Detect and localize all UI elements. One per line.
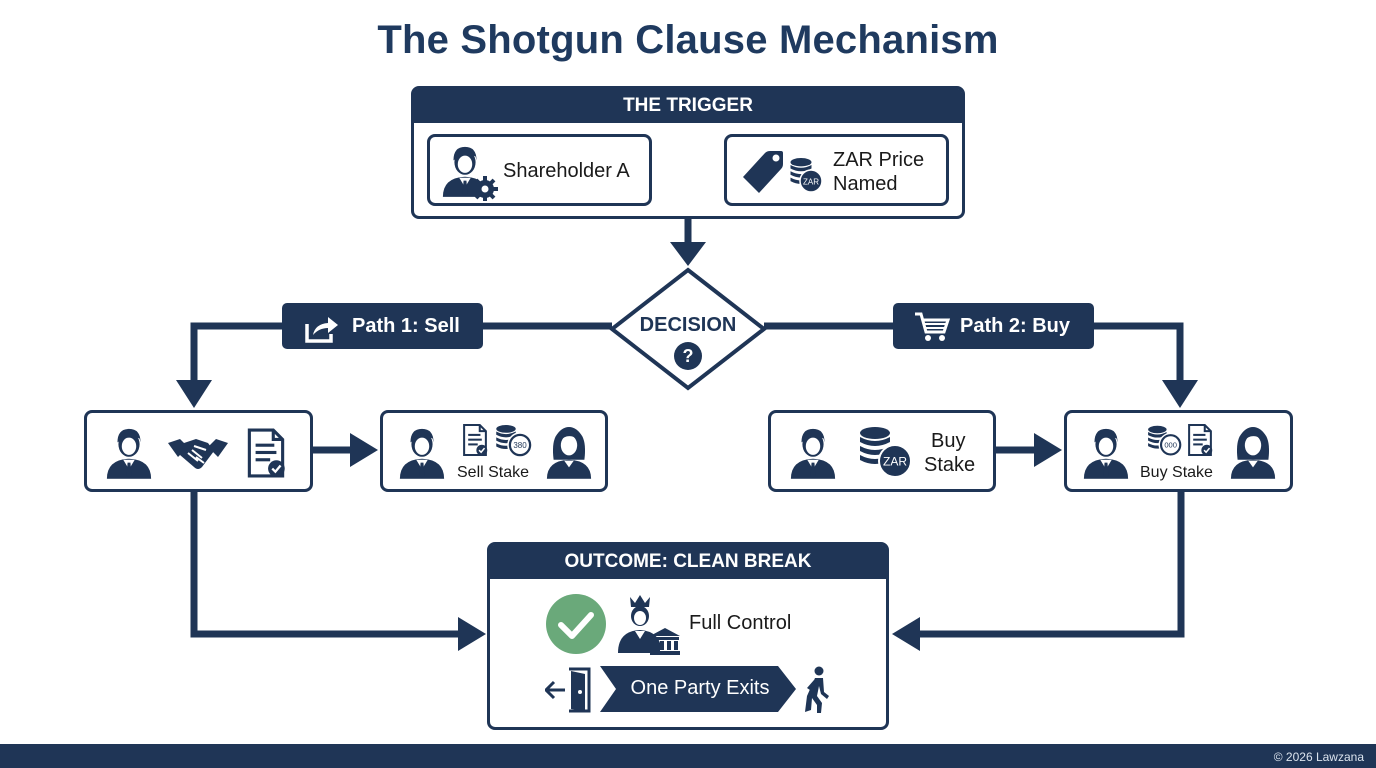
shareholder-label: Shareholder A — [503, 160, 630, 182]
check-circle-icon — [546, 594, 606, 654]
handshake-icon — [168, 439, 228, 469]
coin-stack-icon: 000 — [1148, 425, 1183, 457]
coin-stack-icon: ZAR — [790, 158, 823, 193]
path-2-buy-label: Path 2: Buy — [893, 303, 1094, 349]
coin-stack-icon: 380 — [496, 425, 533, 458]
question-mark-icon: ? — [683, 346, 694, 366]
copyright-text: © 2026 Lawzana — [1273, 750, 1364, 764]
bank-icon — [650, 628, 680, 655]
buy-stake-card: 000 Buy Stake — [1064, 410, 1293, 492]
share-icon — [305, 317, 338, 343]
person-icon — [790, 428, 836, 479]
walking-person-icon — [805, 666, 829, 713]
document-check-icon — [463, 424, 489, 457]
decision-label: DECISION — [639, 314, 737, 336]
crowned-person-icon — [618, 595, 680, 655]
decision-diamond: ? — [608, 267, 768, 391]
outcome-header: OUTCOME: CLEAN BREAK — [490, 545, 886, 579]
buy-line-2: Stake — [924, 454, 976, 476]
buy-stake-offer-card: ZAR Buy Stake — [768, 410, 996, 492]
exit-label: One Party Exits — [630, 677, 770, 699]
shareholder-a-card: Shareholder A — [427, 134, 652, 206]
zar-price-card: ZAR ZAR Price Named — [724, 134, 949, 206]
coin-badge: 380 — [513, 441, 527, 450]
sell-agreement-card — [84, 410, 313, 492]
price-line-1: ZAR Price — [833, 149, 925, 171]
exit-banner — [600, 666, 796, 712]
sell-stake-card: 380 Sell Stake — [380, 410, 608, 492]
person-icon — [106, 428, 152, 479]
path-1-text: Path 1: Sell — [352, 315, 460, 337]
currency-badge: ZAR — [803, 178, 819, 187]
coin-badge: 000 — [1164, 441, 1177, 450]
path-2-text: Path 2: Buy — [960, 315, 1071, 337]
currency-badge: ZAR — [883, 455, 907, 469]
woman-icon — [1230, 427, 1276, 479]
person-icon — [399, 428, 445, 479]
sell-stake-label: Sell Stake — [457, 464, 530, 481]
document-check-icon — [1188, 424, 1214, 457]
price-line-2: Named — [833, 173, 898, 195]
full-control-label: Full Control — [689, 612, 792, 634]
trigger-header: THE TRIGGER — [414, 89, 962, 123]
footer-bar: © 2026 Lawzana — [0, 744, 1376, 768]
person-icon — [1083, 428, 1129, 479]
exit-door-icon — [545, 667, 591, 713]
document-check-icon — [247, 428, 287, 479]
price-tag-icon — [743, 151, 783, 193]
buy-line-1: Buy — [931, 430, 966, 452]
person-gear-icon — [442, 146, 498, 201]
buy-stake-label: Buy Stake — [1140, 464, 1213, 481]
woman-icon — [546, 427, 592, 479]
page-title: The Shotgun Clause Mechanism — [377, 18, 999, 62]
cart-icon — [915, 312, 951, 341]
coin-stack-icon: ZAR — [860, 427, 912, 478]
path-1-sell-label: Path 1: Sell — [282, 303, 483, 349]
